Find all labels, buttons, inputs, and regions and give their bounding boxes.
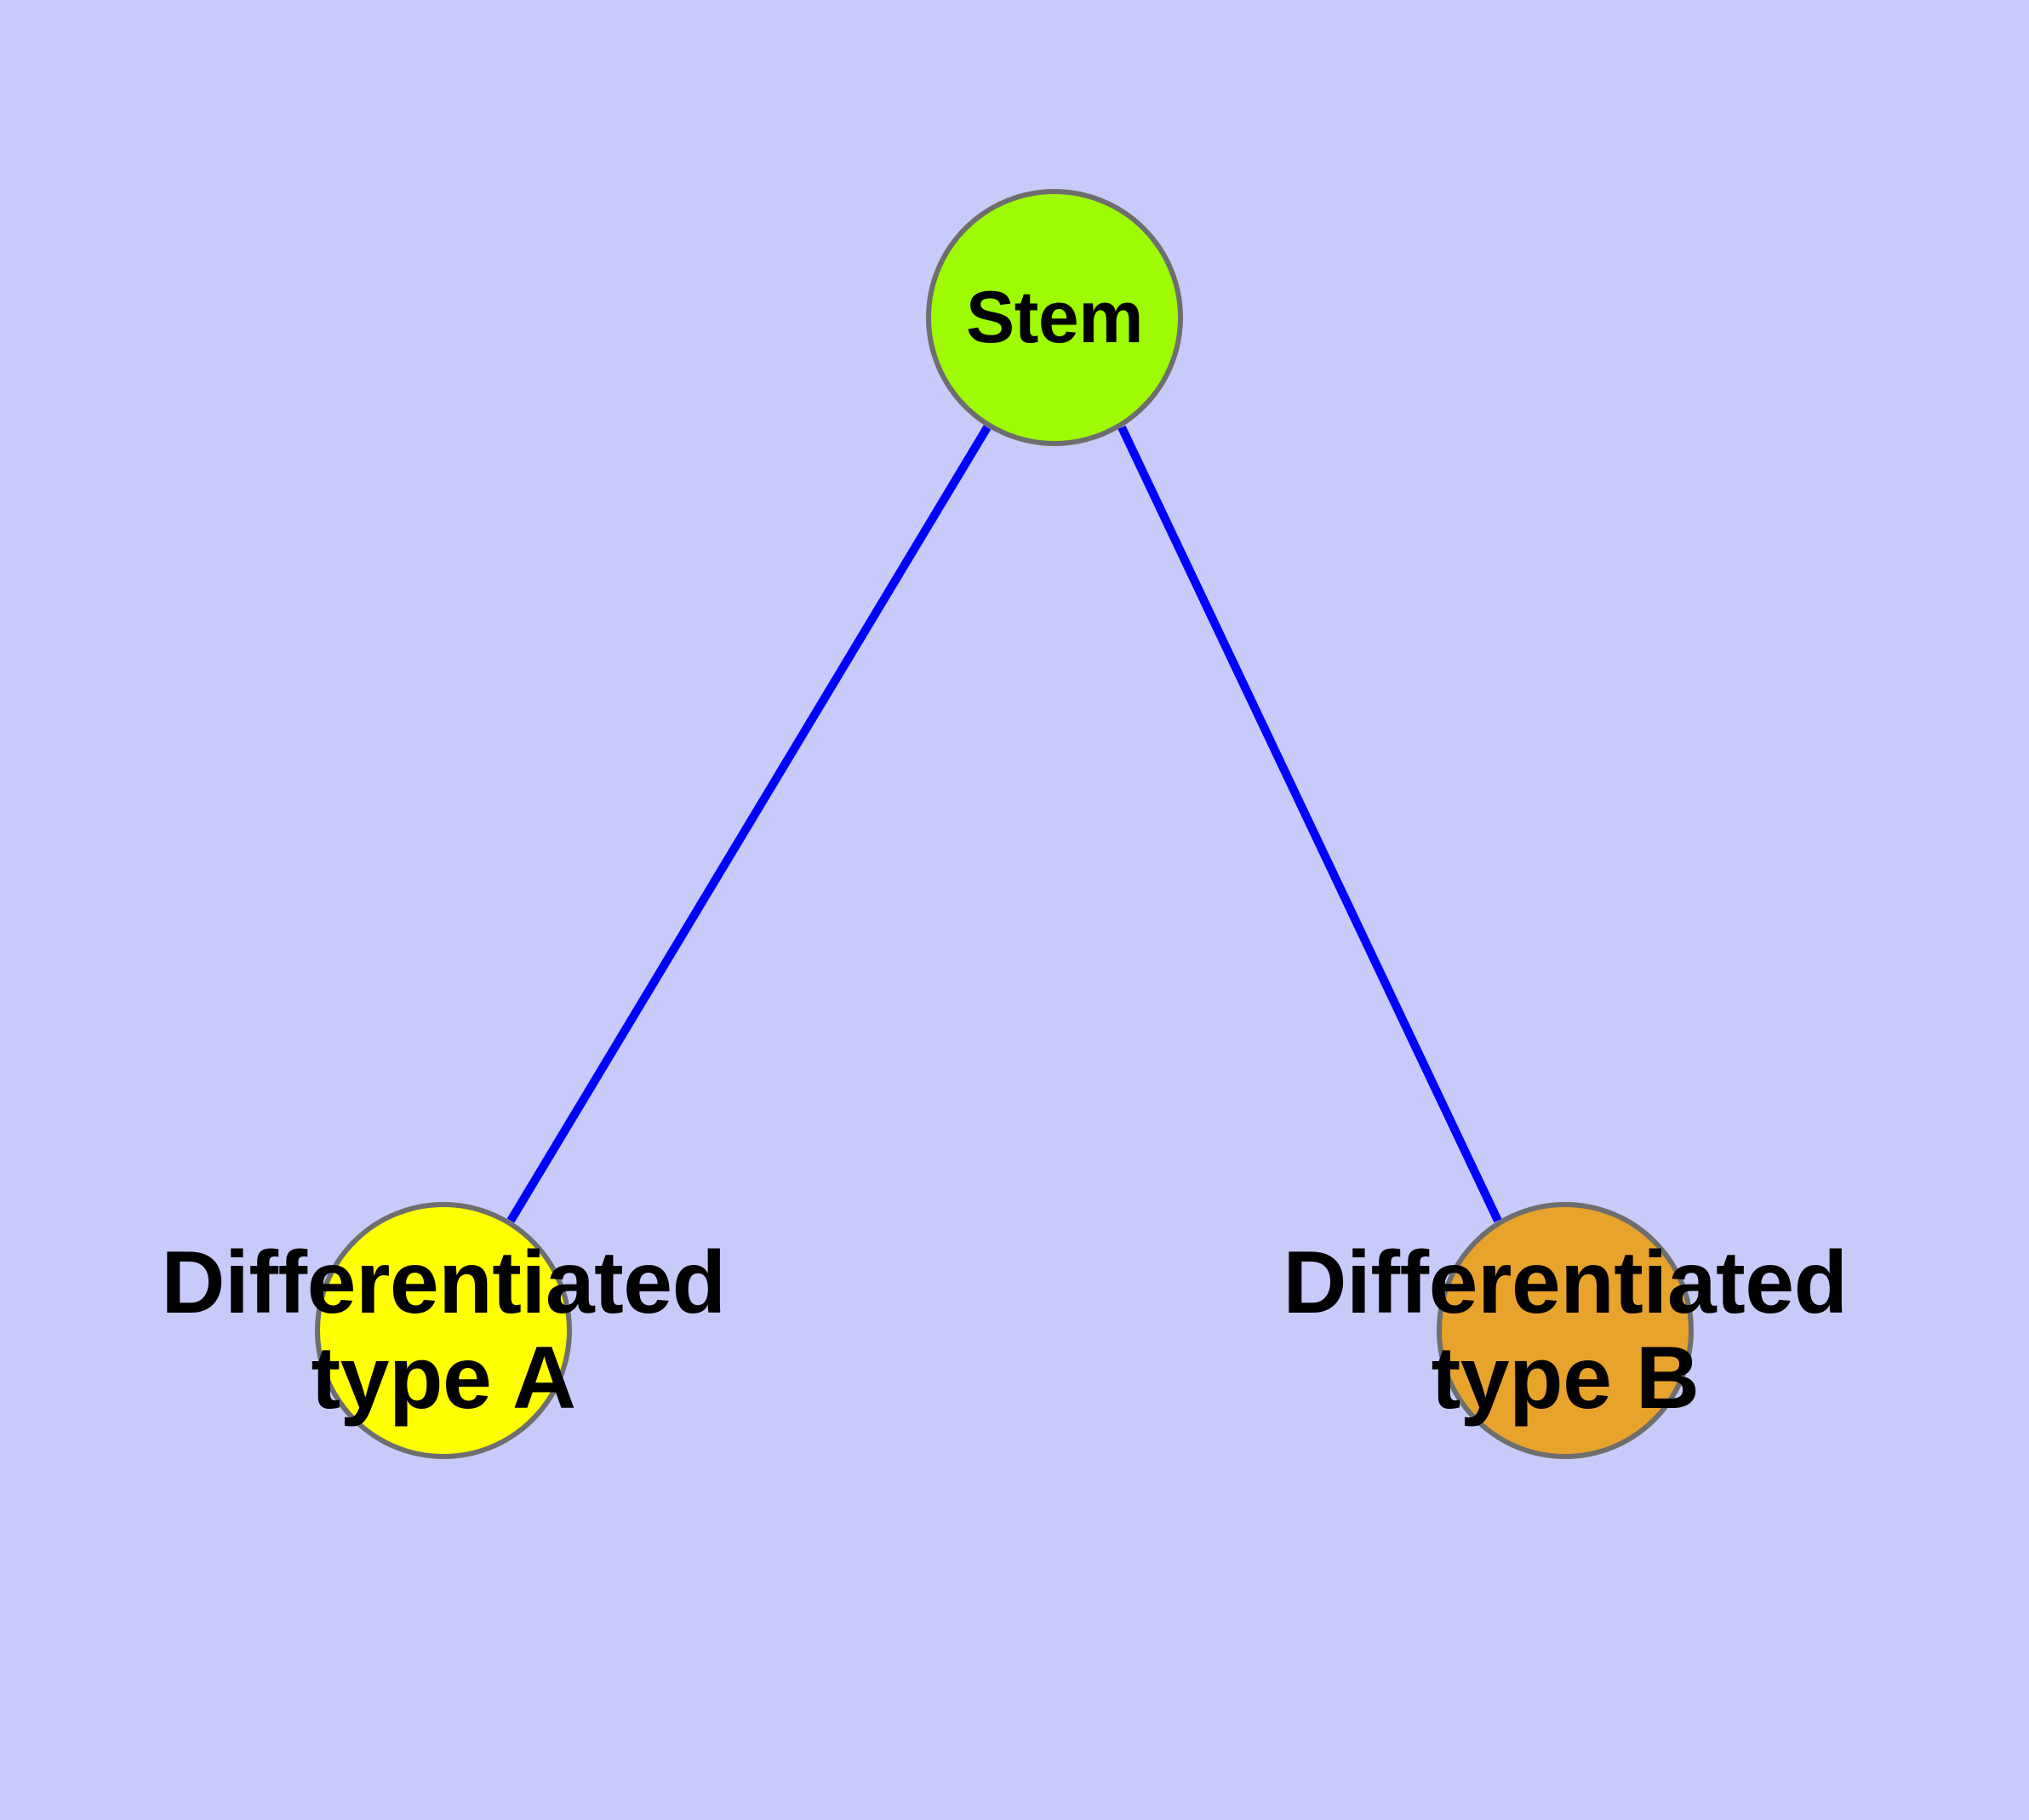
node-differentiated-type-a[interactable] xyxy=(315,1202,572,1459)
node-differentiated-type-b[interactable] xyxy=(1437,1202,1694,1459)
edge-stem-to-differentiated-type-a xyxy=(506,425,992,1223)
edge-stem-to-differentiated-type-b xyxy=(1117,425,1502,1223)
node-stem[interactable] xyxy=(926,189,1183,446)
